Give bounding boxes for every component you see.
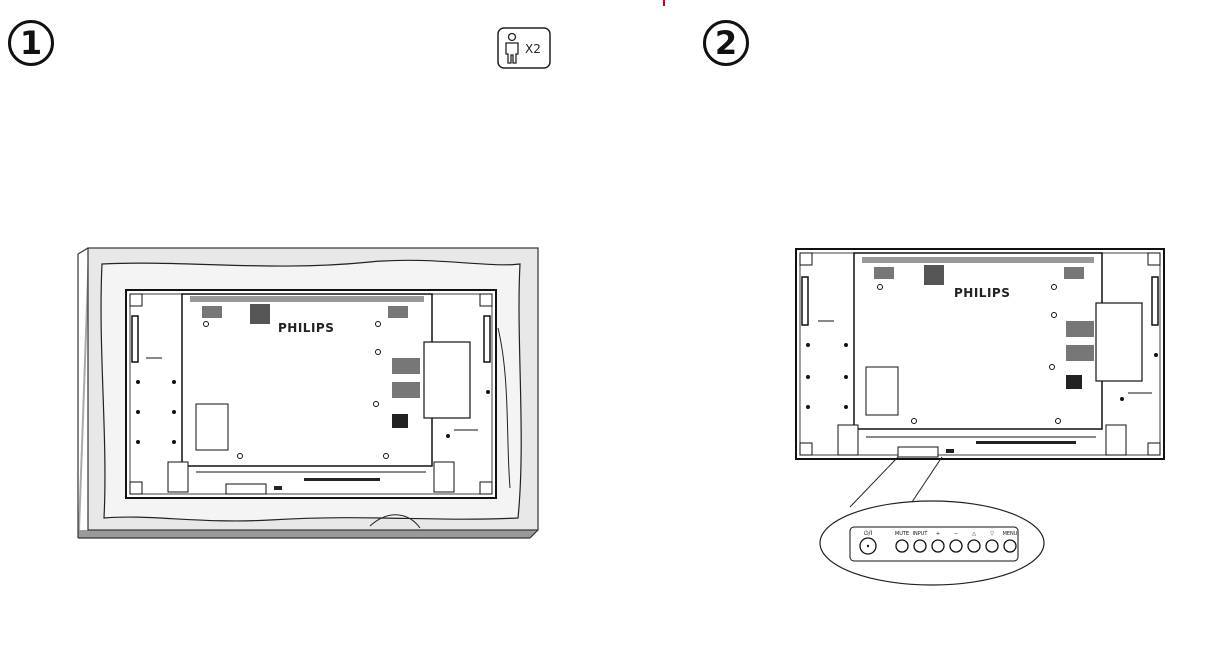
person-icon: [505, 32, 519, 64]
keypad-button-2: [913, 539, 927, 553]
keypad-button-4: [949, 539, 963, 553]
step-1-illustration: PHILIPS: [77, 247, 539, 539]
keypad-label-3: +: [936, 531, 940, 537]
keypad-button-1: [895, 539, 909, 553]
keypad-button-3: [931, 539, 945, 553]
step-2-number: 2: [714, 24, 738, 62]
step-1-number: 1: [19, 24, 43, 62]
red-marker: [663, 0, 665, 6]
keypad-label-0: ⏻/I: [864, 530, 873, 537]
display-rear: PHILIPS: [795, 248, 1165, 460]
keypad-label-7: MENU: [1003, 531, 1018, 537]
step-1-badge: 1: [8, 20, 54, 66]
keypad-button-6: [985, 539, 999, 553]
keypad-button-7: [1003, 539, 1017, 553]
display-rear: PHILIPS: [125, 289, 497, 499]
keypad-button-5: [967, 539, 981, 553]
keypad-label-2: INPUT: [913, 531, 929, 537]
person-count-label: X2: [525, 42, 541, 56]
brand-logo-text: PHILIPS: [954, 286, 1010, 300]
keypad-label-6: ▽: [990, 531, 994, 537]
keypad-label-5: △: [972, 531, 976, 537]
keypad-label-1: MUTE: [895, 531, 909, 537]
keypad-label-4: −: [954, 531, 958, 537]
brand-logo-text: PHILIPS: [278, 321, 334, 335]
step-2-illustration: PHILIPS ⏻/I MUTE INPUT + − △ ▽ MENU: [795, 248, 1165, 586]
step-2-badge: 2: [703, 20, 749, 66]
power-button-dot: [866, 544, 870, 548]
two-persons-badge: X2: [497, 27, 551, 69]
keypad-panel: ⏻/I MUTE INPUT + − △ ▽ MENU: [849, 526, 1019, 562]
